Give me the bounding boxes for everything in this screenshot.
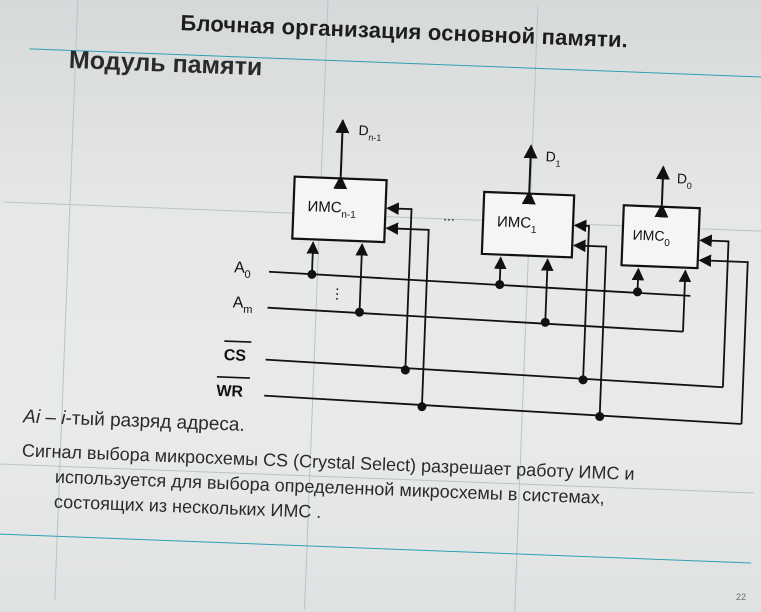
- signal-wr-label: WR: [216, 375, 250, 401]
- caption-var-ai: Ai: [22, 406, 41, 429]
- chip-n-1-base: ИМС: [307, 198, 342, 216]
- svg-text:ИМС0: ИМС0: [632, 227, 671, 249]
- data-line-0-label: D0: [676, 170, 692, 191]
- bus-am: [267, 306, 684, 333]
- data-line-1-label: D1: [545, 148, 561, 169]
- control-connections: [385, 202, 749, 425]
- data-line-n-1-arrow: [333, 119, 350, 190]
- chip-0: ИМС0: [620, 204, 701, 270]
- address-connections: [306, 241, 692, 332]
- junction-dots: [307, 269, 643, 422]
- bus-wr: [264, 394, 742, 425]
- chips-ellipsis: ...: [443, 207, 455, 223]
- signal-a0-label: A0: [234, 259, 252, 281]
- address-ellipsis: ⋮: [330, 285, 345, 302]
- data-bus-arrows: [333, 119, 670, 218]
- chip-n-1-sub: n-1: [341, 209, 356, 221]
- signal-cs-label: CS: [223, 340, 252, 365]
- signal-buses: [264, 270, 742, 425]
- chip-n-1: ИМСn-1: [291, 175, 388, 244]
- chip-0-base: ИМС: [632, 227, 664, 244]
- svg-text:CS: CS: [223, 347, 246, 365]
- page-number: 22: [736, 592, 747, 602]
- bus-a0: [268, 270, 691, 297]
- chip-0-sub: 0: [664, 238, 670, 249]
- bus-cs: [265, 358, 723, 389]
- svg-text:WR: WR: [216, 383, 244, 401]
- caption-dash: –: [39, 407, 62, 429]
- svg-text:ИМС1: ИМС1: [497, 213, 538, 236]
- data-line-0-arrow: [654, 165, 670, 218]
- data-line-1-arrow: [521, 144, 538, 205]
- svg-text:ИМСn-1: ИМСn-1: [307, 198, 357, 221]
- chip-1: ИМС1: [480, 190, 576, 259]
- chip-1-base: ИМС: [497, 213, 532, 231]
- data-line-n-1-label: Dn-1: [358, 122, 382, 143]
- signal-am-label: Am: [232, 294, 253, 316]
- chip-1-sub: 1: [531, 225, 537, 236]
